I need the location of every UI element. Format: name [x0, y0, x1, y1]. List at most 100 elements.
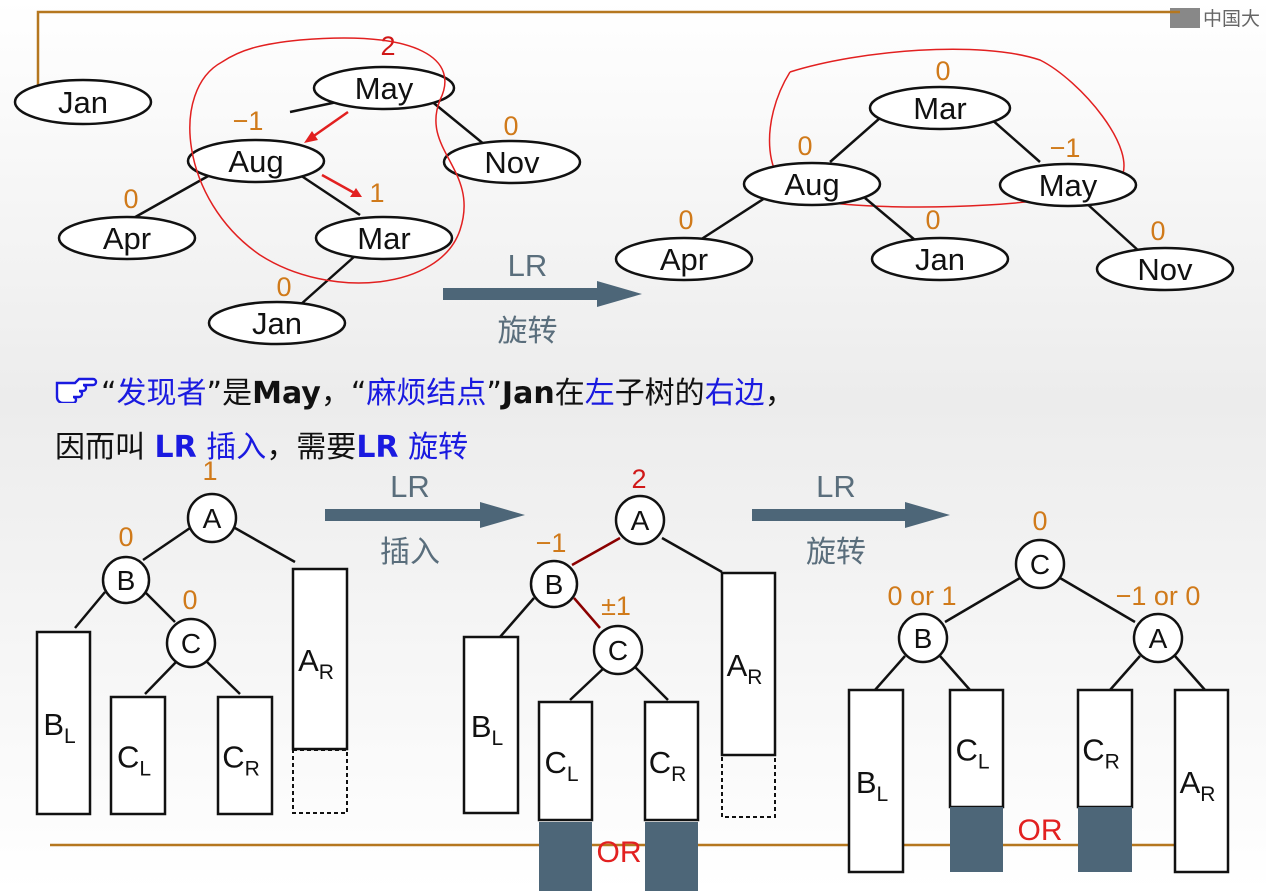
edge-mar-aug [829, 117, 881, 163]
before-bf-2: 0 [503, 111, 518, 141]
before-node-3-oval [57, 215, 197, 261]
d1-edge-c-cr [204, 659, 241, 695]
before-node-5-oval [207, 300, 347, 346]
d1-edge-a-ar [234, 526, 296, 564]
edge-aug-apr-2 [699, 196, 766, 242]
d1-node-a-circle [186, 492, 238, 544]
d3-edge-c-b [944, 576, 1021, 624]
d1-node-b-label: B [117, 565, 136, 596]
bottom-lr-rotate-arrow-bottom-label: 旋转 [806, 536, 866, 569]
before-node-0-label: May [355, 71, 414, 106]
top-lr-arrow-bottom-label: 旋转 [498, 315, 558, 348]
d3-node-c-label: C [1030, 549, 1050, 580]
before-node-1-label: Aug [228, 144, 283, 179]
d2-edge-c-cl [569, 666, 606, 701]
d2-cl-growth [539, 822, 592, 891]
d2-node-a-label: A [631, 505, 650, 536]
pointing-hand-icon [55, 375, 101, 411]
after-node-3-label: Apr [660, 242, 708, 277]
edge-aug-jan [864, 197, 916, 241]
d1-node-a-label: A [203, 503, 222, 534]
d1-edge-c-cl [144, 659, 179, 695]
d2-bf-b: −1 [536, 528, 567, 558]
explanation-line-1: “发现者”是May，“麻烦结点”Jan在左子树的右边， [55, 368, 795, 412]
d1-node-b-circle [101, 555, 151, 605]
explanation-1-run: 在 [554, 376, 585, 411]
d2-bl-box [462, 635, 520, 815]
d2-ar-extension [721, 754, 776, 818]
annot-arrow-head-2 [350, 188, 362, 197]
explanation-2-run: LR [356, 430, 399, 465]
d3-bf-b: 0 or 1 [887, 581, 956, 611]
before-bf-0: 2 [380, 31, 395, 61]
after-bf-3: 0 [678, 205, 693, 235]
explanation-1-run: ， [764, 376, 795, 411]
d2-edge-b-bl [499, 597, 535, 638]
after-node-5-label: Nov [1137, 252, 1193, 287]
bottom-lr-rotate-arrow-head [905, 502, 950, 528]
explanation-1-run: ，“ [320, 376, 367, 411]
after-bf-2: −1 [1050, 133, 1081, 163]
d3-cr-growth [1078, 807, 1132, 872]
before-node-5-label: Jan [252, 306, 302, 341]
d2-node-c-circle [592, 624, 644, 676]
explanation-2-run: ，需要 [266, 430, 357, 465]
d3-bf-c: 0 [1032, 506, 1047, 536]
d2-cr-box [643, 700, 700, 822]
d1-bf-c: 0 [182, 585, 197, 615]
bottom-lr-rotate-arrow-shaft [752, 509, 910, 521]
d3-ar-box [1173, 688, 1230, 874]
explanation-2-run: LR [154, 430, 197, 465]
d3-bf-a: −1 or 0 [1116, 581, 1201, 611]
d3-node-c-circle [1014, 538, 1066, 590]
standalone-jan-label: Jan [58, 85, 108, 120]
d2-node-b-label: B [545, 569, 564, 600]
before-bf-4: 1 [369, 178, 384, 208]
d2-or-label: OR [597, 836, 642, 869]
d1-ar-extension [292, 749, 348, 814]
d2-cl-box [537, 700, 594, 822]
d1-node-c-label: C [181, 628, 201, 659]
after-node-2-label: May [1039, 168, 1098, 203]
d2-ar-box [720, 571, 777, 757]
d3-edge-b-bl [874, 655, 906, 691]
d3-edge-a-cr [1109, 655, 1141, 691]
edge-may-nov [429, 99, 486, 146]
d3-edge-a-ar [1174, 655, 1206, 691]
d3-or-label: OR [1018, 814, 1063, 847]
explanation-1-run: 发现者 [116, 376, 207, 411]
after-bf-0: 0 [935, 56, 950, 86]
before-node-1-oval [186, 138, 326, 184]
after-node-1-oval [742, 161, 882, 207]
annot-arrow-head-1 [304, 131, 318, 143]
before-bf-3: 0 [123, 184, 138, 214]
before-node-2-oval [442, 139, 582, 185]
d3-node-a-label: A [1149, 623, 1168, 654]
before-node-4-label: Mar [357, 221, 410, 256]
frame-line [36, 10, 1180, 97]
d1-bf-a: 1 [202, 456, 217, 486]
d2-edge-a-ar [661, 536, 723, 574]
d1-edge-b-c [144, 591, 176, 623]
explanation-2-run: 旋转 [398, 430, 469, 465]
explanation-1-run: 左 [584, 376, 615, 411]
annot-circle-left [189, 37, 465, 284]
d3-cl-box [948, 688, 1005, 809]
edge-mar-may [989, 117, 1041, 163]
brand-text: 中国大 [1202, 8, 1260, 30]
after-bf-1: 0 [797, 131, 812, 161]
before-bf-1: −1 [233, 106, 264, 136]
d1-bl-box [35, 630, 92, 816]
edge-may-nov-2 [1084, 201, 1141, 253]
d1-cl-box [109, 695, 167, 816]
top-lr-arrow-head [597, 281, 642, 307]
d3-cr-label: CR [1082, 733, 1120, 774]
d1-ar-box [291, 567, 349, 751]
d3-edge-b-cl [939, 655, 971, 691]
before-node-0-oval [312, 65, 456, 111]
explanation-1-run: “ [101, 376, 117, 411]
after-node-4-label: Jan [915, 242, 965, 277]
before-bf-5: 0 [276, 272, 291, 302]
bottom-lr-insert-arrow-head [480, 502, 525, 528]
after-bf-5: 0 [1150, 216, 1165, 246]
